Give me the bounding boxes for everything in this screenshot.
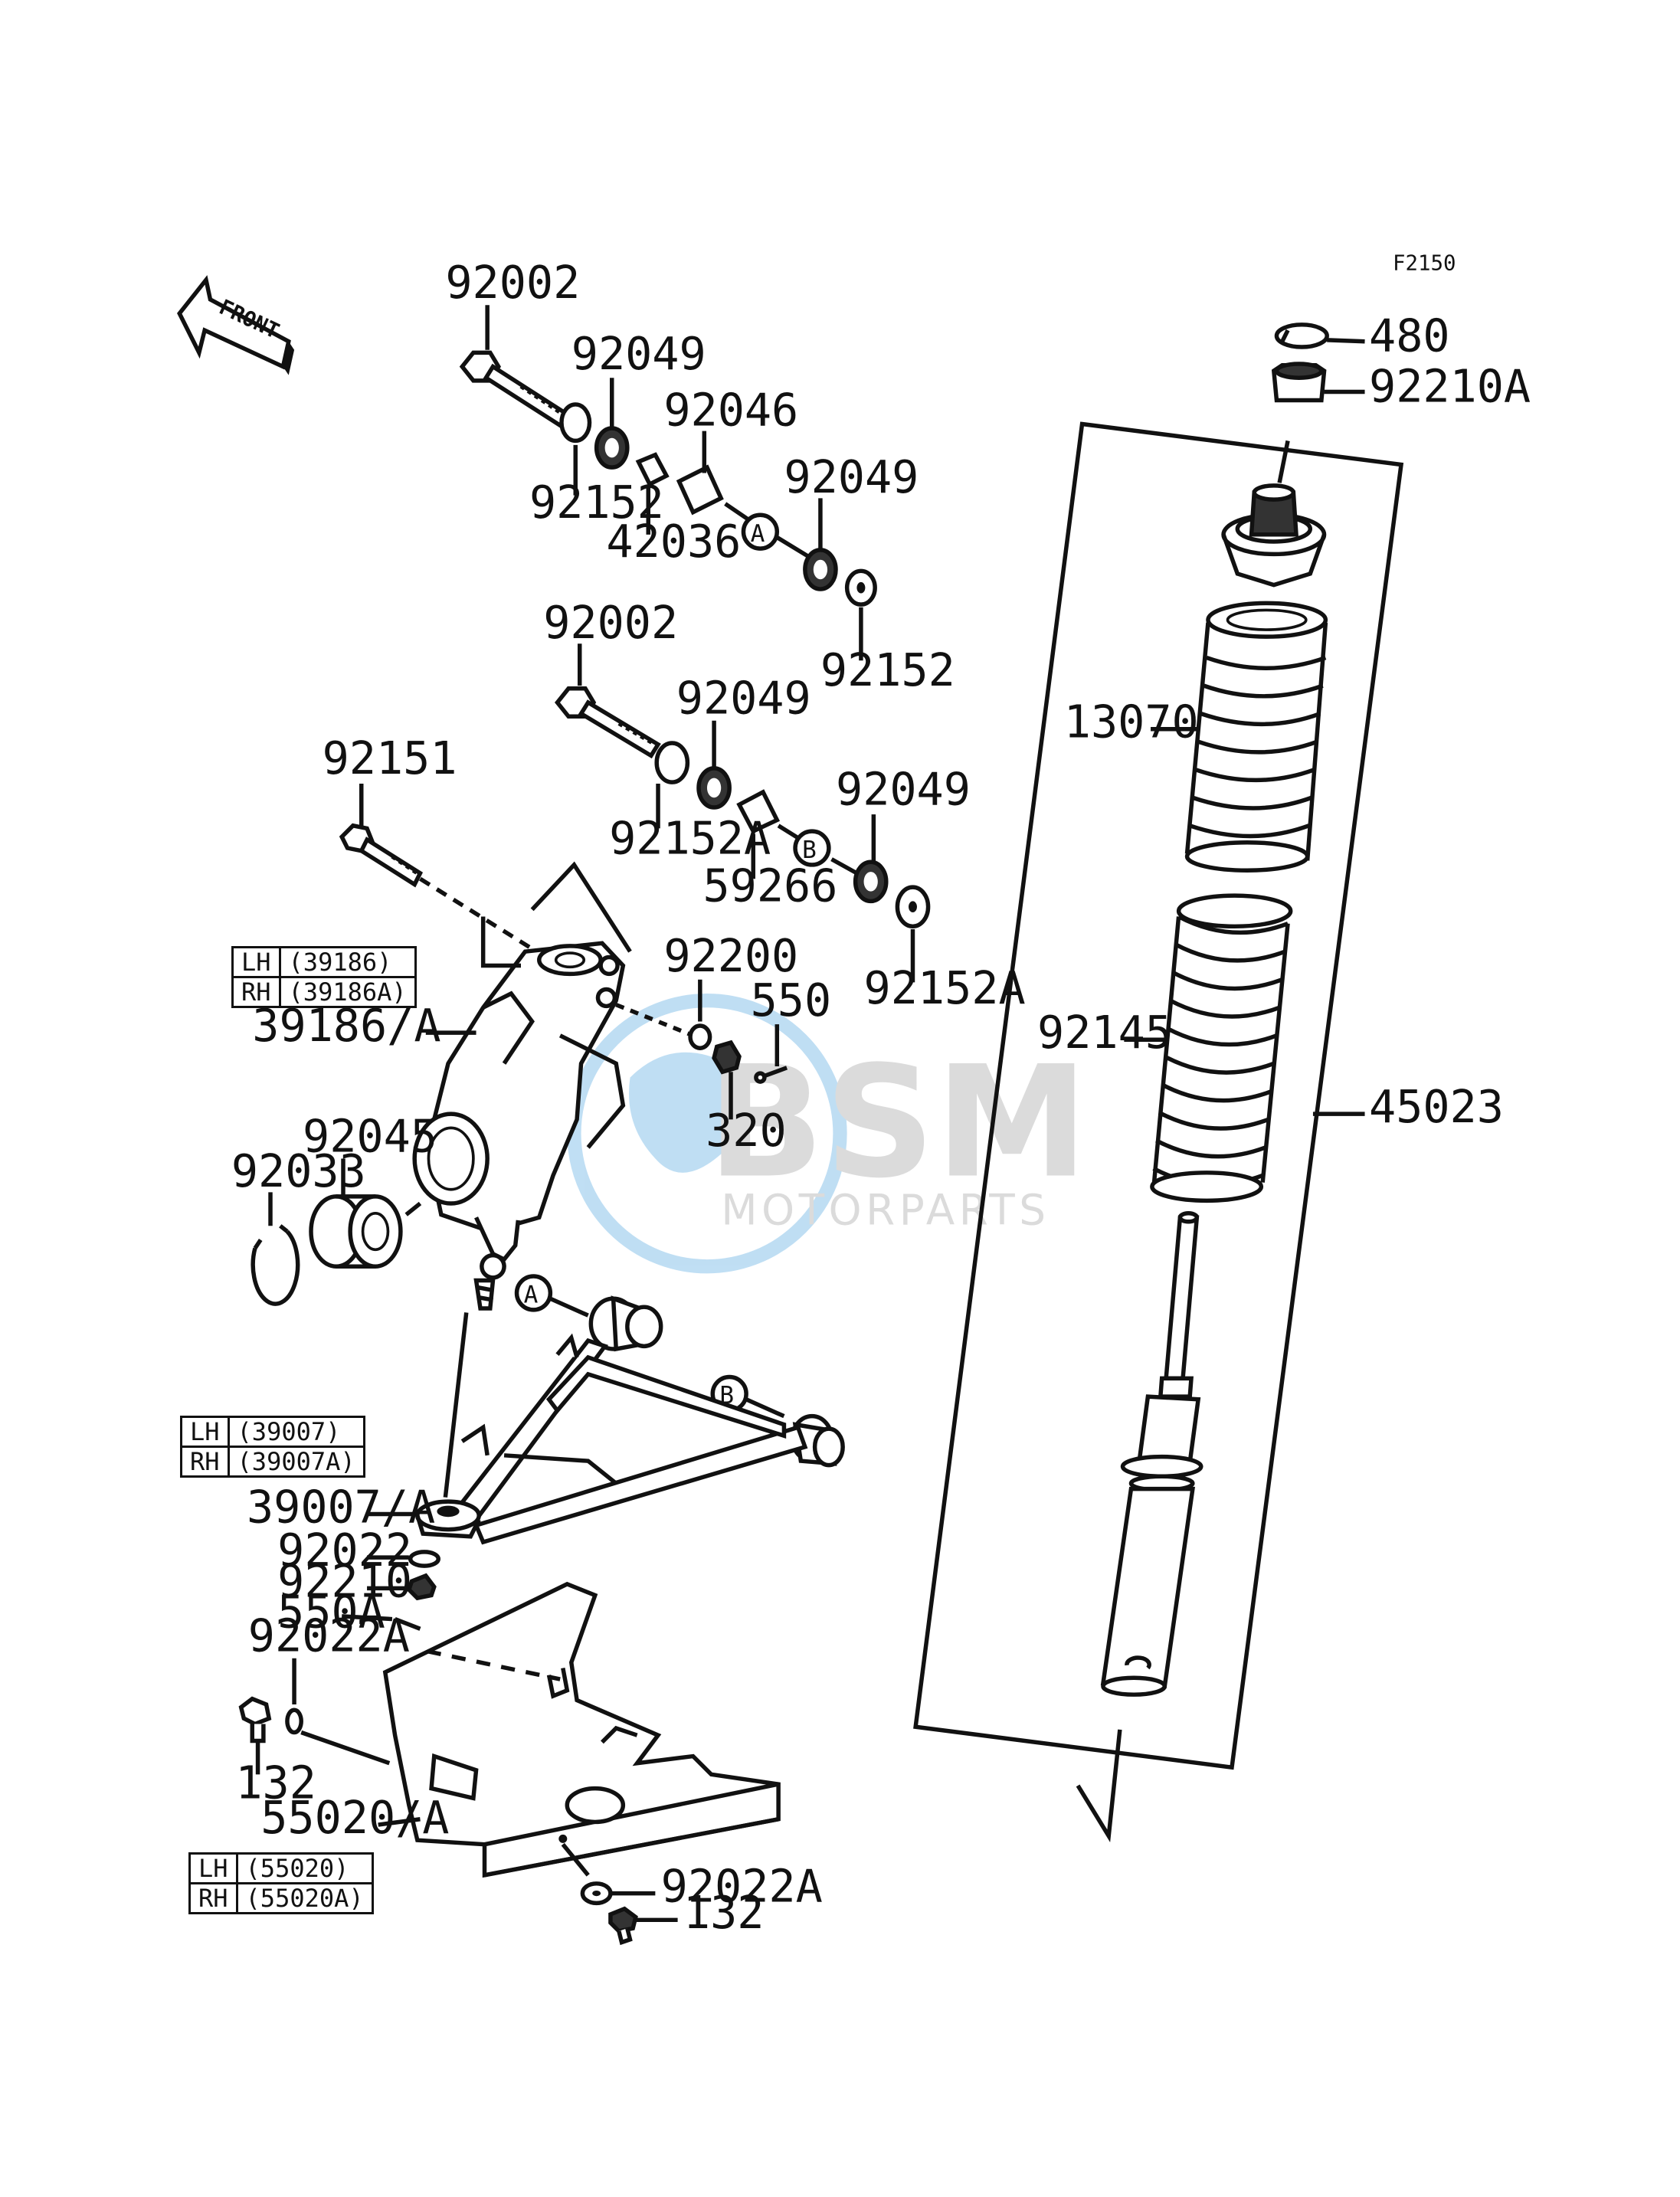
- circlip-480: [1274, 323, 1329, 349]
- knuckle-side-table: LH (39186) RH (39186A): [231, 946, 417, 1008]
- circlip-92033: [251, 1224, 300, 1306]
- label-480: 480: [1369, 310, 1450, 362]
- label-92152A-a: 92152A: [609, 812, 771, 864]
- upper-mount: [1221, 483, 1327, 588]
- label-92210: 92210: [277, 1555, 412, 1607]
- label-92049-a: 92049: [571, 328, 706, 380]
- sleeve-42036: [635, 452, 670, 487]
- svg-text:A: A: [751, 520, 765, 548]
- label-92022: 92022: [277, 1524, 412, 1577]
- watermark-logo: BSM: [707, 1033, 1089, 1212]
- label-45023: 45023: [1369, 1081, 1504, 1133]
- washer-92022A-left: [285, 1708, 303, 1735]
- table-row: RH (39186A): [231, 976, 417, 1008]
- lower-fasteners: [394, 1550, 440, 1631]
- nut-cotter-set: [688, 1023, 788, 1084]
- front-arrow-icon: FRONT: [177, 275, 295, 375]
- lower-bolt-set: [554, 686, 931, 929]
- side-cell: RH: [231, 976, 281, 1008]
- table-row: LH (39007): [180, 1416, 365, 1448]
- label-320: 320: [706, 1105, 787, 1157]
- bolt-132-right: [608, 1906, 638, 1946]
- label-132-b: 132: [683, 1887, 765, 1939]
- table-row: LH (55020): [188, 1852, 374, 1884]
- label-39007A: 39007/A: [247, 1482, 435, 1534]
- dust-boot-13070: [1184, 601, 1328, 873]
- label-92033: 92033: [231, 1145, 366, 1197]
- nut-92210: [406, 1573, 437, 1601]
- label-92049-d: 92049: [836, 763, 971, 815]
- side-cell: LH: [180, 1416, 230, 1448]
- part-cell: (39007): [227, 1416, 365, 1448]
- watermark-globe-icon: [567, 993, 847, 1274]
- label-132-a: 132: [235, 1757, 316, 1809]
- part-cell: (39186): [278, 946, 417, 978]
- watermark-text: MOTORPARTS: [721, 1185, 1050, 1234]
- guard-side-table: LH (55020) RH (55020A): [188, 1852, 374, 1914]
- knuckle-bolt-92151: [339, 823, 534, 951]
- watermark: BSM MOTORPARTS: [567, 993, 1089, 1274]
- cotter-550A: [394, 1616, 421, 1631]
- bearing-92046: [676, 464, 724, 516]
- label-92152-a: 92152: [529, 476, 664, 529]
- label-92152A-b: 92152A: [864, 962, 1026, 1014]
- table-row: LH (39186): [231, 946, 417, 978]
- label-92049-c: 92049: [676, 673, 811, 725]
- label-92002-top: 92002: [445, 257, 580, 309]
- label-550A: 550A: [277, 1586, 385, 1639]
- label-92046: 92046: [663, 384, 798, 436]
- marker-a-mid: A: [514, 1274, 553, 1312]
- svg-text:B: B: [802, 837, 817, 864]
- washer-92022: [408, 1550, 440, 1568]
- label-92022A-a: 92022A: [248, 1610, 410, 1662]
- spring-92145: [1150, 893, 1293, 1203]
- part-cell: (55020): [235, 1852, 374, 1884]
- side-cell: LH: [231, 946, 281, 978]
- label-39186A: 39186/A: [252, 1000, 440, 1052]
- damper-body: [1100, 1211, 1204, 1697]
- collar-92152: [559, 402, 592, 444]
- steering-knuckle-39186: [412, 861, 694, 1311]
- collar-92152A: [654, 741, 690, 784]
- label-59266: 59266: [702, 859, 837, 912]
- a-arm-39007: [415, 1295, 845, 1545]
- svg-text:A: A: [524, 1282, 539, 1309]
- marker-b-top: B: [793, 829, 831, 867]
- upper-bolt-set: [459, 350, 877, 607]
- label-92022A-b: 92022A: [661, 1861, 823, 1913]
- part-cell: (39186A): [278, 976, 417, 1008]
- label-92002-mid: 92002: [543, 597, 678, 649]
- label-92210A: 92210A: [1369, 360, 1531, 412]
- side-cell: RH: [180, 1446, 230, 1478]
- label-92200: 92200: [663, 930, 798, 982]
- figure-id: F2150: [1393, 252, 1456, 276]
- label-92151: 92151: [323, 732, 457, 784]
- table-row: RH (39007A): [180, 1446, 365, 1478]
- bolt-132-left: [238, 1696, 272, 1744]
- label-550: 550: [751, 974, 832, 1026]
- label-92045: 92045: [303, 1110, 437, 1162]
- part-cell: (55020A): [235, 1882, 374, 1914]
- skid-plate-55020: [382, 1581, 781, 1878]
- side-cell: RH: [188, 1882, 238, 1914]
- table-row: RH (55020A): [188, 1882, 374, 1914]
- arm-side-table: LH (39007) RH (39007A): [180, 1416, 365, 1478]
- label-92049-b: 92049: [784, 451, 919, 503]
- label-42036: 42036: [606, 516, 741, 568]
- bearing-92045: [309, 1194, 403, 1269]
- label-55020A: 55020/A: [260, 1792, 449, 1844]
- part-cell: (39007A): [227, 1446, 365, 1478]
- marker-a-top: A: [741, 512, 780, 551]
- watermark-continent-icon: [628, 1052, 746, 1173]
- label-92145: 92145: [1037, 1007, 1172, 1059]
- bushing-59266: [736, 789, 781, 834]
- side-cell: LH: [188, 1852, 238, 1884]
- label-13070: 13070: [1064, 696, 1199, 748]
- shock-assembly-45023: [913, 323, 1404, 1843]
- label-92152-b: 92152: [820, 644, 955, 696]
- nut-320: [712, 1040, 742, 1075]
